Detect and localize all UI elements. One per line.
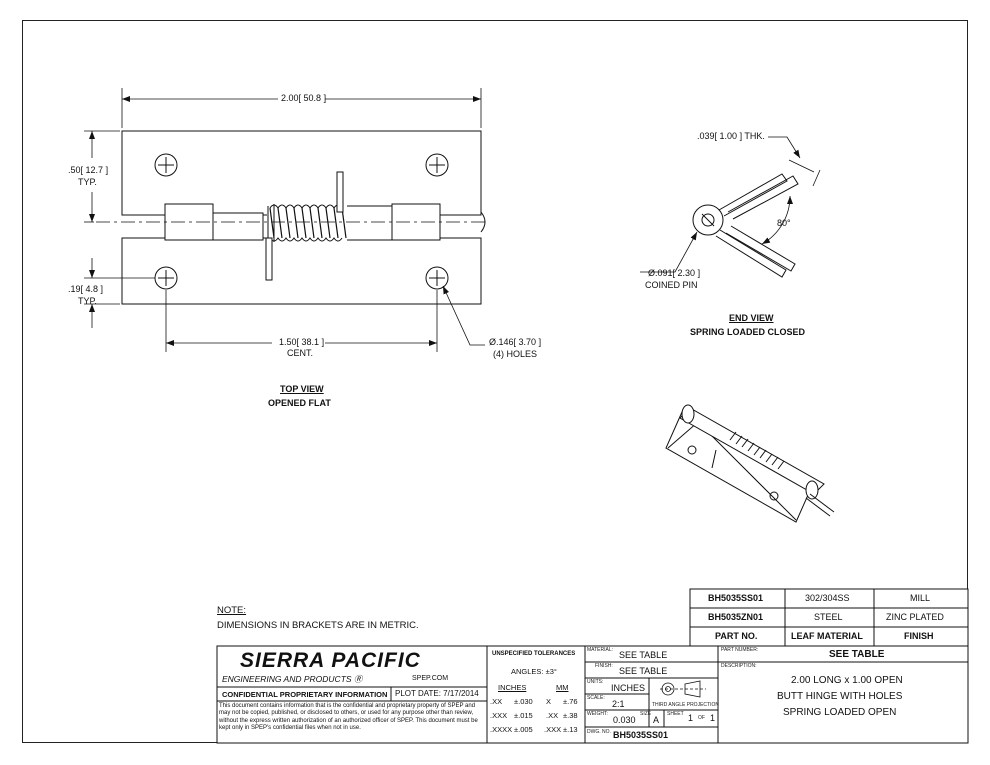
table-header-finish: FINISH [904,631,934,641]
description-line-2: BUTT HINGE WITH HOLES [777,691,903,702]
part-number-label: PART NUMBER: [721,647,759,653]
angle-dim: 80° [777,218,791,228]
dim-hole-edge-note: TYP. [78,296,97,306]
knuckle-mid-right [345,205,393,241]
dim-centers-note: CENT. [287,348,314,358]
top-view-subtitle: OPENED FLAT [268,398,331,408]
spring-coils [267,201,347,244]
end-view-title: END VIEW [729,313,774,323]
tol-in-2-val: ±.015 [514,711,533,720]
hole-top-left [154,153,178,177]
spring-leg-bottom [265,237,273,281]
description-line-1: 2.00 LONG x 1.00 OPEN [791,675,903,686]
weight-label: WEIGHT: [587,711,608,717]
disclaimer: This document contains information that … [219,703,478,731]
table-header-material: LEAF MATERIAL [791,631,863,641]
projection-label: THIRD ANGLE PROJECTION [652,702,719,708]
of-label: OF [698,715,705,721]
tol-mm-3: .XXX [544,725,562,734]
sheet-value: 1 [688,713,694,723]
projection-symbol [660,680,706,698]
company-website: SPEP.COM [412,675,449,682]
material-label: MATERIAL: [587,647,614,653]
knuckle-mid-left [212,212,264,241]
hole-bottom-left [154,266,178,290]
hole-top-right [425,153,449,177]
dwg-number: BH5035SS01 [613,730,669,740]
hole-count: (4) HOLES [493,349,538,359]
scale-value: 2:1 [612,699,625,709]
pin-dim: Ø.091[ 2.30 ] [648,268,701,278]
table-row-2-finish: ZINC PLATED [886,612,944,622]
confidential-label: CONFIDENTIAL PROPRIETARY INFORMATION [222,690,388,699]
tol-in-1-val: ±.030 [514,697,533,706]
dim-overall: 2.00[ 50.8 ] [281,93,327,103]
sheet-label: SHEET [667,711,684,717]
tol-mm-1: X [546,697,552,706]
end-view-subtitle: SPRING LOADED CLOSED [690,327,806,337]
company-subtitle: ENGINEERING AND PRODUCTS Ⓡ [222,674,363,684]
tolerances-title: UNSPECIFIED TOLERANCES [492,651,576,657]
units-value: INCHES [611,683,646,693]
tolerances-inches-head: INCHES [498,683,527,692]
hole-bottom-right [425,266,449,290]
dwg-label: DWG. NO. [587,729,611,735]
plot-date: PLOT DATE: 7/17/2014 [395,689,479,698]
finish-value: SEE TABLE [619,666,668,676]
size-value: A [653,715,660,725]
table-row-2-material: STEEL [814,612,843,622]
top-view-title: TOP VIEW [280,384,324,394]
tolerances-mm-head: MM [556,683,569,692]
table-header-part: PART NO. [715,631,758,641]
dim-edge: .50[ 12.7 ] [68,165,109,175]
note-text: DIMENSIONS IN BRACKETS ARE IN METRIC. [217,620,419,631]
table-row-1-finish: MILL [910,593,931,603]
scale-label: SCALE: [587,695,605,701]
note-heading: NOTE: [217,605,247,616]
bottom-leaf [121,237,482,305]
hole-diameter: Ø.146[ 3.70 ] [489,337,542,347]
company-name: SIERRA PACIFIC [240,649,421,672]
description-line-3: SPRING LOADED OPEN [783,707,897,718]
table-row-1-material: 302/304SS [805,593,850,603]
pin-note: COINED PIN [645,280,698,290]
thickness-dim: .039[ 1.00 ] THK. [697,131,765,141]
units-label: UNITS: [587,679,604,685]
tolerances-angles: ANGLES: ±3° [511,667,557,676]
part-number-value: SEE TABLE [829,649,885,660]
finish-label: FINISH: [595,663,613,669]
tol-mm-3-val: ±.13 [563,725,578,734]
spring-leg-top [336,171,344,213]
dim-hole-edge: .19[ 4.8 ] [68,284,104,294]
dim-edge-note: TYP. [78,177,97,187]
end-view-geometry [640,136,821,278]
material-value: SEE TABLE [619,650,668,660]
weight-value: 0.030 [613,715,636,725]
title-block-lines [216,588,969,744]
tol-in-3-val: ±.005 [514,725,533,734]
description-label: DESCRIPTION: [721,663,757,669]
table-row-2-part: BH5035ZN01 [708,612,764,622]
size-label: SIZE [640,711,652,717]
iso-view-geometry [665,404,835,523]
tol-in-2: .XXX [490,711,508,720]
table-row-1-part: BH5035SS01 [708,593,764,603]
tol-mm-2-val: ±.38 [563,711,578,720]
dim-centers: 1.50[ 38.1 ] [279,337,325,347]
tol-in-1: .XX [490,697,503,706]
tol-in-3: .XXXX [490,725,513,734]
tol-mm-2: .XX [546,711,559,720]
sheets-value: 1 [710,713,716,723]
tol-mm-1-val: ±.76 [563,697,578,706]
